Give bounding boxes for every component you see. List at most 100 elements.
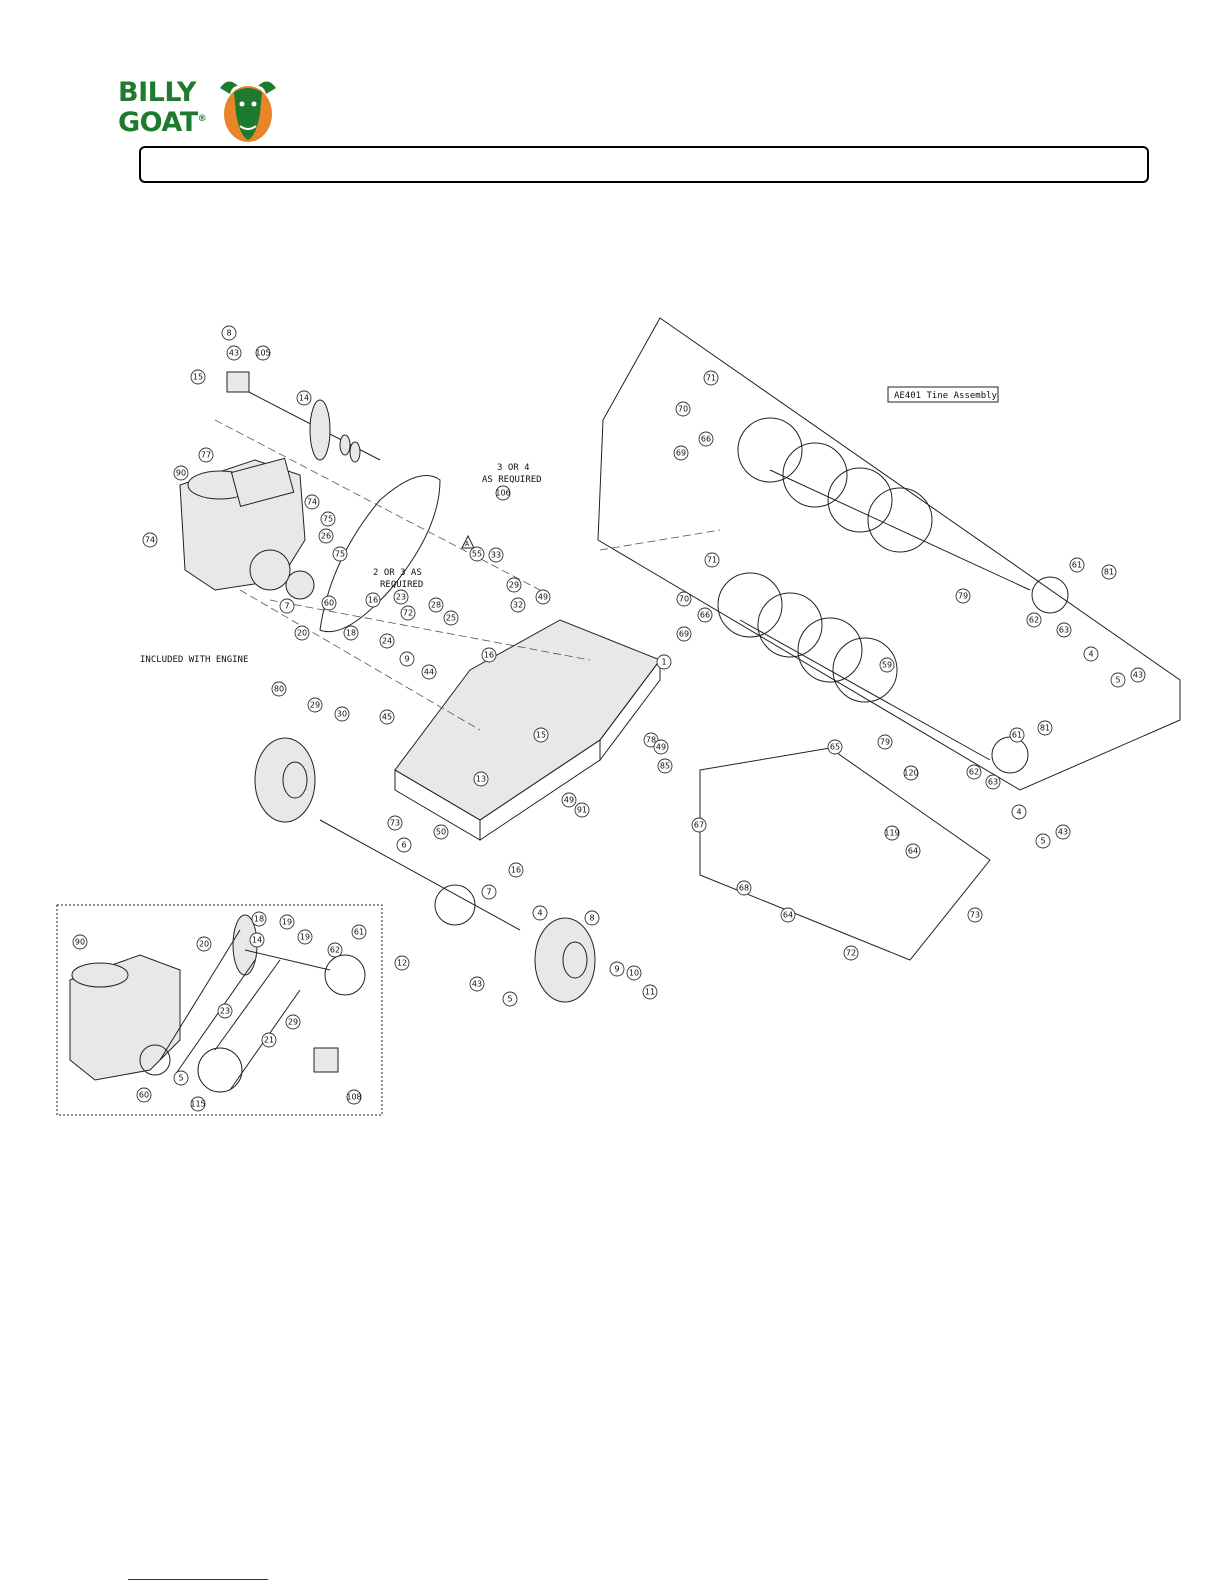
callout: 24 [379,633,395,649]
svg-text:5: 5 [178,1074,183,1083]
inset-engine [69,914,366,1093]
callout: 79 [877,734,893,750]
svg-text:23: 23 [396,593,406,602]
note-2-or-3-line1: 2 OR 3 AS [373,568,422,578]
callout: 108 [346,1089,362,1105]
callout: 30 [334,706,350,722]
callout: 77 [198,447,214,463]
callout: 43 [1055,824,1071,840]
callout: 19 [279,914,295,930]
callout: 80 [271,681,287,697]
svg-text:43: 43 [229,349,239,358]
callout: 61 [351,924,367,940]
inset-box [56,904,383,1116]
callout: 9 [399,651,415,667]
svg-text:28: 28 [431,601,441,610]
callout: 16 [365,592,381,608]
footer-link-underline[interactable] [128,1579,268,1580]
callout: 7 [279,598,295,614]
callout: 9 [609,961,625,977]
svg-text:60: 60 [139,1091,149,1100]
lower-tine-shaft [739,619,991,761]
callout: 14 [249,932,265,948]
svg-text:15: 15 [193,373,203,382]
svg-text:23: 23 [220,1007,230,1016]
callout: 85 [657,758,673,774]
callout: 15 [190,369,206,385]
callout: 61 [1069,557,1085,573]
callout: 11 [642,984,658,1000]
callout: 65 [827,739,843,755]
svg-text:69: 69 [679,630,689,639]
callout: 4 [1011,804,1027,820]
svg-text:43: 43 [1133,671,1143,680]
svg-text:29: 29 [509,581,519,590]
goat-head-icon [220,81,276,142]
callout: 62 [1026,612,1042,628]
callout: 45 [379,709,395,725]
svg-text:63: 63 [988,778,998,787]
svg-text:62: 62 [969,768,979,777]
left-wheel [254,737,316,823]
callout: 19 [297,929,313,945]
callout: 90 [173,465,189,481]
svg-text:16: 16 [484,651,494,660]
upper-right-sprocket [1031,576,1069,614]
svg-text:4: 4 [1016,808,1021,817]
callout: 66 [697,607,713,623]
callout: 67 [691,817,707,833]
callout: 43 [469,976,485,992]
callout: 69 [676,626,692,642]
callout: 63 [985,774,1001,790]
exploded-parts-diagram: 3 OR 4 AS REQUIRED 2 OR 3 AS REQUIRED IN… [56,317,1181,1116]
svg-text:5: 5 [1115,676,1120,685]
callout: 5 [502,991,518,1007]
logo-line-2: GOAT [118,107,198,138]
svg-text:19: 19 [282,918,292,927]
callout: 33 [488,547,504,563]
callout: 32 [510,597,526,613]
svg-text:15: 15 [536,731,546,740]
callout: 64 [905,843,921,859]
logo-registered-mark: ® [197,114,207,124]
svg-text:77: 77 [201,451,211,460]
callout: 43 [226,345,242,361]
svg-text:18: 18 [254,915,264,924]
svg-text:91: 91 [577,806,587,815]
callout: 81 [1101,564,1117,580]
svg-text:45: 45 [382,713,392,722]
callout: 75 [332,546,348,562]
callout: 120 [903,765,919,781]
svg-text:108: 108 [346,1093,361,1102]
svg-text:65: 65 [830,743,840,752]
callout: 105 [255,345,271,361]
svg-text:33: 33 [491,551,501,560]
callout: 29 [285,1014,301,1030]
svg-text:19: 19 [300,933,310,942]
callout: 23 [393,589,409,605]
svg-text:8: 8 [589,914,594,923]
callout: 20 [196,936,212,952]
tine-assembly-outline [597,317,1181,791]
svg-text:7: 7 [284,602,289,611]
svg-text:75: 75 [335,550,345,559]
logo-wordmark: BILLY GOAT® [118,79,207,138]
callout: 59 [879,657,895,673]
svg-text:14: 14 [299,394,309,403]
svg-text:62: 62 [330,946,340,955]
svg-text:70: 70 [678,405,688,414]
callout: 73 [387,815,403,831]
note-3-or-4-line1: 3 OR 4 [497,463,530,473]
callout: 26 [318,528,334,544]
svg-text:61: 61 [354,928,364,937]
svg-text:119: 119 [884,829,899,838]
svg-text:32: 32 [513,601,523,610]
callout: 12 [394,955,410,971]
svg-text:61: 61 [1012,731,1022,740]
callout: 81 [1037,720,1053,736]
callout: 5 [173,1070,189,1086]
callout: 49 [561,792,577,808]
note-3-or-4-line2: AS REQUIRED [482,475,542,485]
svg-text:74: 74 [307,498,317,507]
callout: 62 [327,942,343,958]
